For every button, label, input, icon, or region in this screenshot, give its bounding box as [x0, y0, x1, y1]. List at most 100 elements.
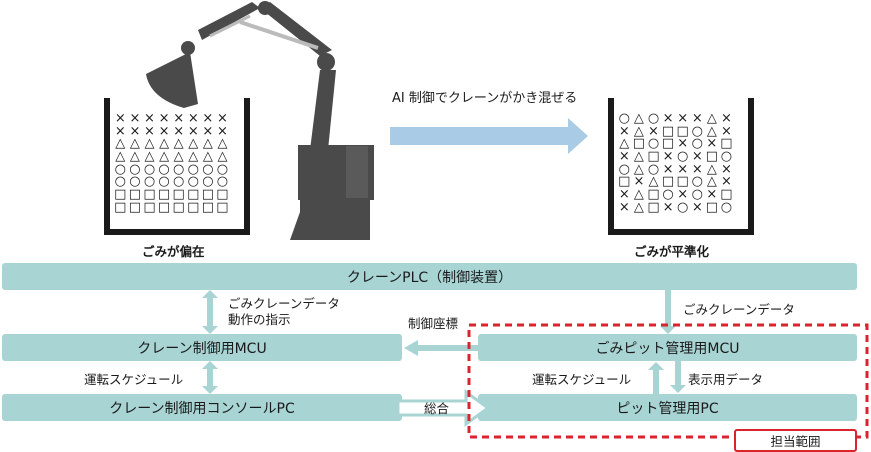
left-bin-symbol: △ — [202, 136, 213, 152]
left-bin-symbol: □ — [157, 187, 171, 203]
left-bin-symbol: △ — [115, 136, 126, 152]
left-bin-symbol: △ — [217, 136, 228, 152]
left-bin-symbol: ○ — [173, 174, 185, 190]
left-bin-symbol: □ — [216, 187, 229, 203]
left-bin-symbol: ○ — [129, 174, 141, 190]
left-bin-symbol: × — [217, 111, 228, 126]
right-bin-symbol: ○ — [647, 111, 660, 126]
left-bin-symbol: □ — [201, 199, 214, 215]
right-bin-symbol: ○ — [691, 187, 703, 203]
left-bin-symbol: ○ — [216, 174, 229, 190]
right-bin-symbol: □ — [618, 174, 631, 190]
left-bin-symbol: □ — [187, 199, 200, 215]
right-bin-symbol: ○ — [691, 123, 703, 139]
right-bin-symbol: × — [662, 199, 674, 215]
right-bin-symbol: △ — [619, 136, 630, 152]
left-bin-symbol: □ — [128, 187, 142, 203]
right-bin-symbol: × — [721, 111, 732, 126]
left-bin-symbol: ○ — [173, 161, 185, 177]
left-bin-symbol: △ — [173, 136, 184, 152]
right-bin-symbol: □ — [661, 136, 675, 152]
left-bin-symbol: ○ — [158, 161, 170, 177]
label-control-coords: 制御座標 — [408, 316, 459, 331]
right-bin-symbol: × — [648, 123, 659, 139]
left-bin-icon — [104, 98, 250, 235]
left-bin-symbol: ○ — [158, 174, 170, 190]
left-bin-symbol: × — [187, 123, 199, 139]
right-bin-symbol: △ — [633, 111, 644, 126]
left-bin-symbol: × — [129, 123, 141, 139]
left-bin-symbol: △ — [217, 149, 228, 165]
left-bin-symbol: × — [202, 111, 214, 126]
left-bin-symbol: × — [144, 123, 155, 139]
right-bin-symbol: ○ — [647, 161, 660, 177]
right-bin-symbol: △ — [706, 123, 717, 139]
left-bin-symbol: △ — [159, 149, 170, 165]
left-bin-symbol: ○ — [202, 161, 214, 177]
right-bin-symbol: × — [721, 123, 732, 139]
right-bin-symbol: ○ — [691, 136, 703, 152]
right-bin-symbol: □ — [720, 187, 733, 203]
right-bin-symbol: × — [691, 111, 703, 126]
crane-mcu-box: クレーン制御用MCU — [2, 334, 402, 361]
right-bin-symbol: × — [677, 187, 689, 203]
pit-pc-box: ピット管理用PC — [478, 394, 857, 421]
label-crane-data-1: ごみクレーンデータ — [228, 296, 340, 311]
left-bin-symbol: ○ — [114, 174, 126, 190]
left-bin-symbol: × — [173, 123, 185, 139]
left-bin-symbol: □ — [143, 199, 156, 215]
left-bin-symbol: □ — [172, 187, 185, 203]
right-bin-symbol: ○ — [691, 174, 703, 190]
label-schedule-right: 運転スケジュール — [532, 372, 632, 387]
right-bin-symbol: × — [691, 149, 703, 165]
right-bin-symbol: ○ — [720, 149, 733, 165]
left-bin-symbol: ○ — [143, 174, 156, 190]
right-bin-symbol: × — [721, 161, 732, 177]
label-integration: 総合 — [424, 401, 450, 416]
right-bin-symbol: □ — [632, 136, 646, 152]
left-bin-symbol: △ — [173, 149, 184, 165]
crane-plc-box: クレーンPLC（制御装置） — [2, 263, 857, 290]
left-bin-symbol: △ — [129, 136, 140, 152]
label-plc-to-pit: ごみクレーンデータ — [683, 302, 795, 317]
action-label: AI 制御でクレーンがかき混ぜる — [392, 91, 578, 106]
right-bin-symbol: △ — [633, 199, 644, 215]
right-bin-symbol: □ — [676, 123, 689, 139]
left-bin-symbol: × — [217, 123, 228, 139]
left-bin-symbol: △ — [188, 136, 199, 152]
right-bin-symbol: △ — [633, 161, 644, 177]
left-bin-symbol: × — [158, 111, 170, 126]
right-bin-symbol: × — [618, 149, 630, 165]
scope-badge: 担当範囲 — [734, 429, 857, 452]
right-bin-symbol: □ — [661, 123, 675, 139]
crane-machine-icon — [146, 1, 374, 240]
left-bin-symbol: △ — [129, 149, 140, 165]
left-bin-symbol: ○ — [114, 161, 126, 177]
right-bin-symbol: ○ — [647, 136, 660, 152]
right-bin-symbol: △ — [706, 161, 717, 177]
right-bin-symbol: ○ — [720, 199, 733, 215]
right-bin-caption: ごみが平準化 — [634, 244, 710, 259]
left-bin-symbol: × — [202, 123, 214, 139]
left-bin-symbol: △ — [202, 149, 213, 165]
left-bin-symbol: △ — [115, 149, 126, 165]
right-bin-symbol: × — [691, 199, 703, 215]
left-bin-symbol: △ — [159, 136, 170, 152]
left-bin-symbol: □ — [187, 187, 200, 203]
left-bin-symbol: ○ — [129, 161, 141, 177]
right-bin-symbol: △ — [633, 123, 644, 139]
right-bin-symbol: □ — [676, 174, 689, 190]
right-bin-symbol: ○ — [618, 161, 630, 177]
big-right-arrow-icon — [390, 118, 588, 154]
left-bin-symbol: ○ — [202, 174, 214, 190]
right-bin-symbol: ○ — [618, 111, 630, 126]
right-bin-symbol: × — [633, 174, 645, 190]
left-bin-symbol: × — [144, 111, 155, 126]
right-bin-symbol: × — [618, 123, 630, 139]
right-bin-grid: ○△○×××△××△×□□○△×△□○□×○×□×△□×○×□○○△○×××△×… — [617, 111, 734, 215]
left-bin-symbol: × — [129, 111, 141, 126]
right-bin-symbol: × — [706, 136, 718, 152]
left-bin-symbol: × — [158, 123, 170, 139]
